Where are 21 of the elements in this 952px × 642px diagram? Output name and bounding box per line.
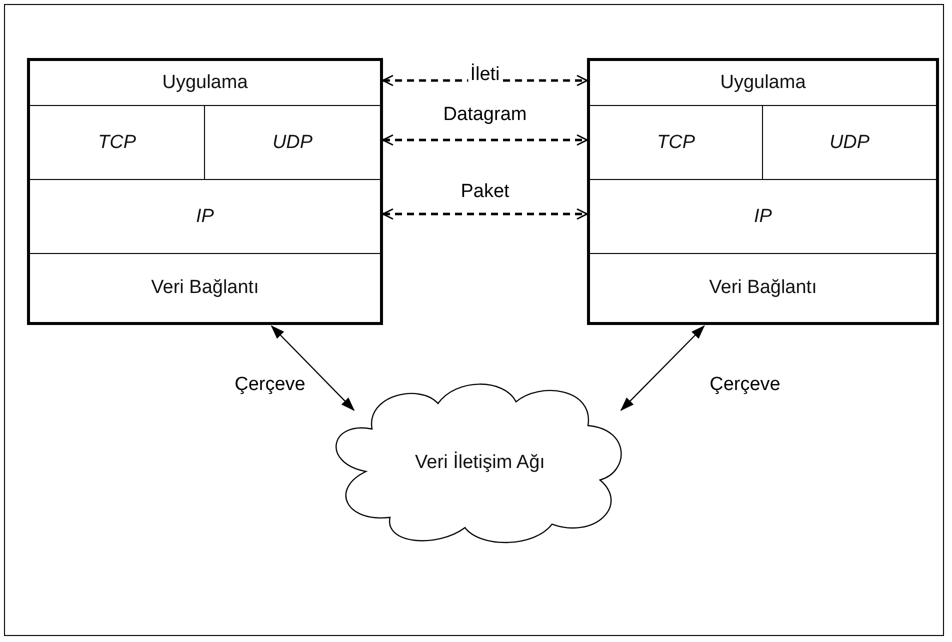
layer-label: IP — [754, 206, 772, 228]
arrow — [620, 325, 705, 411]
protocol-stack-box — [587, 58, 939, 325]
layer-label: TCP — [657, 132, 695, 154]
arrow — [270, 325, 355, 412]
layer-label: Uygulama — [720, 72, 806, 94]
layer-label: UDP — [272, 132, 313, 154]
layer-row — [30, 106, 205, 180]
layer-label: Uygulama — [162, 72, 248, 94]
layer-label: TCP — [98, 132, 136, 154]
layer-label: Veri İletişim Ağı — [415, 452, 545, 474]
layer-label: Veri Bağlantı — [151, 277, 259, 299]
edge-label: Çerçeve — [232, 374, 308, 396]
layer-label: UDP — [829, 132, 870, 154]
arrow — [382, 134, 588, 146]
arrow — [382, 208, 588, 220]
protocol-stack-box — [27, 58, 383, 325]
layer-label: Veri Bağlantı — [709, 277, 817, 299]
layer-row — [590, 106, 763, 180]
edge-label: Çerçeve — [708, 374, 782, 396]
layer-label: IP — [196, 206, 214, 228]
